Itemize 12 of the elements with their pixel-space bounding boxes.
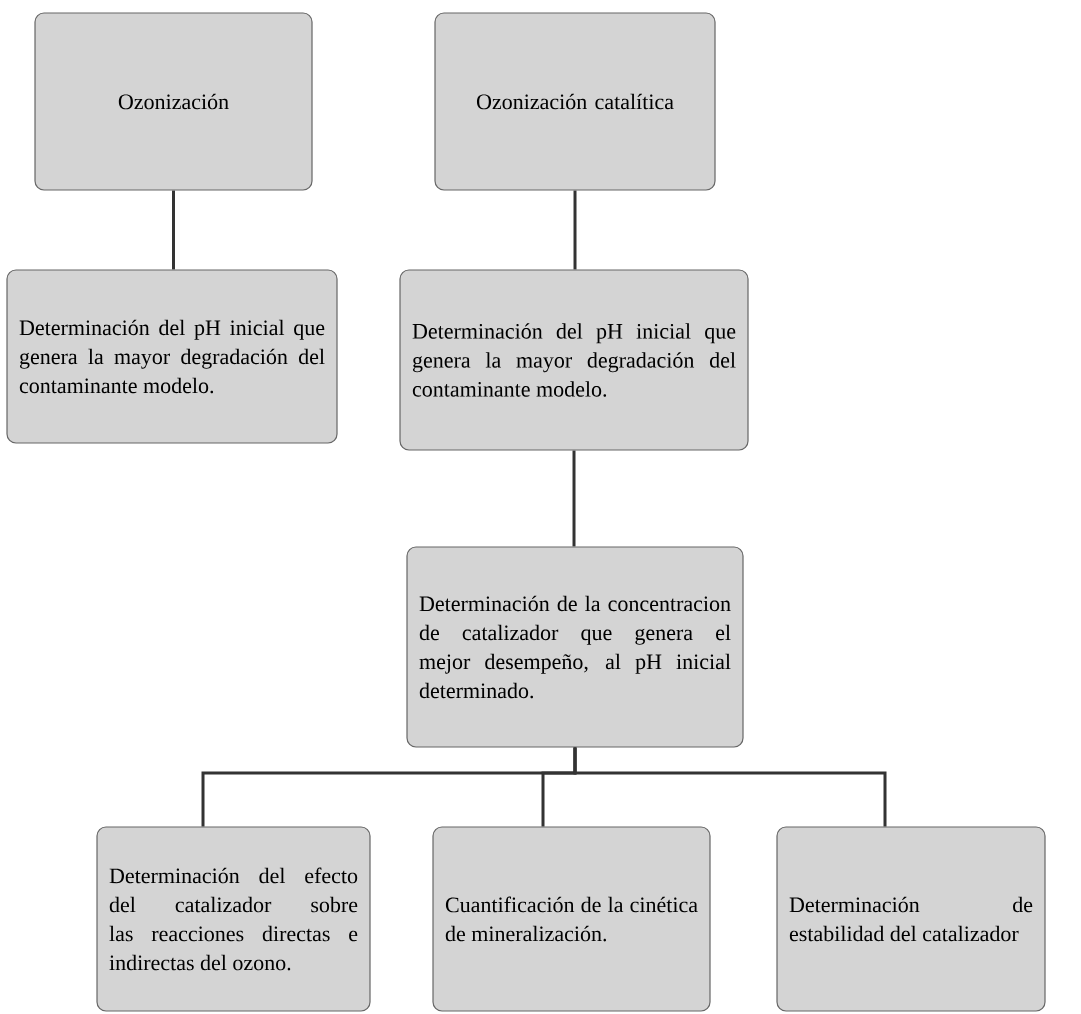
process-box: Determinación del efecto del catalizador sobre las reacciones directas e indirectas del ozono. — [96, 826, 371, 1012]
connector-line — [572, 450, 576, 547]
process-box: Ozonización — [34, 12, 313, 191]
process-box: Ozonización catalítica — [434, 12, 716, 191]
process-box: Determinación de la concentracion de catalizador que genera el mejor desempeño, al pH inicial determinado. — [406, 546, 744, 748]
connector-line — [573, 190, 577, 270]
process-box: Cuantificación de la cinética de mineralización. — [432, 826, 711, 1012]
connector-line — [573, 747, 887, 827]
process-box: Determinación del pH inicial que genera la mayor degradación del contaminante modelo. — [6, 269, 338, 444]
process-box: Determinación del pH inicial que genera la mayor degradación del contaminante modelo. — [399, 269, 749, 451]
connector-line — [172, 190, 175, 270]
process-box: Determinación de estabilidad del catalizador — [776, 826, 1046, 1012]
